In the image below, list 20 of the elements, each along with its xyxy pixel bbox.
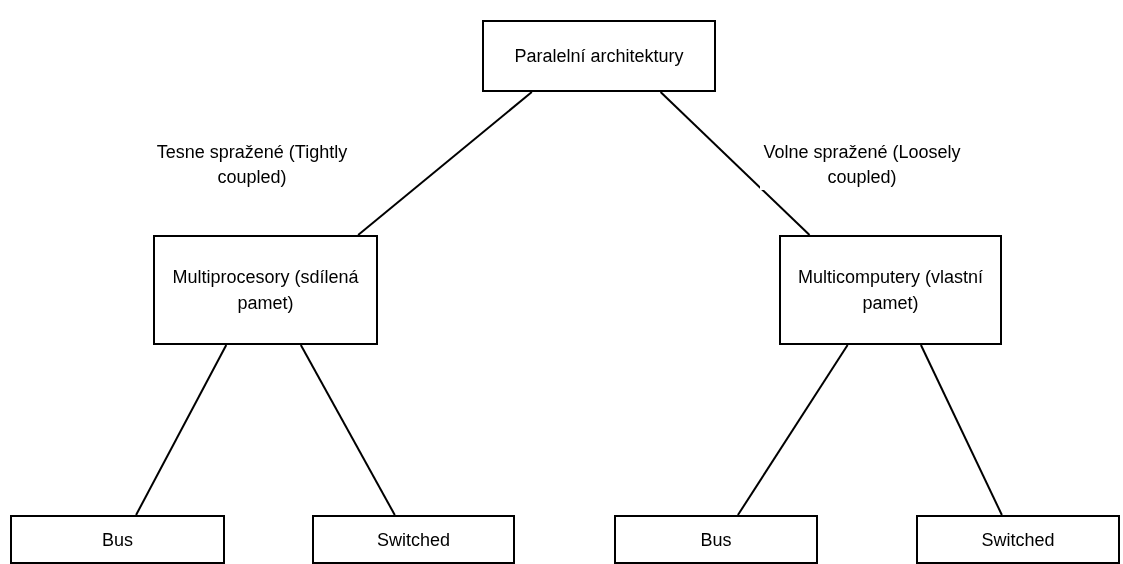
text-box (779, 235, 1002, 345)
connector-line (919, 344, 1003, 516)
node-label: Switched (981, 528, 1055, 552)
node-label: Switched (376, 528, 450, 552)
text-box (10, 515, 225, 564)
node-label: Multiprocesory (sdílená pamet) (171, 266, 360, 315)
connector-line (736, 344, 849, 516)
text-box (482, 20, 716, 92)
connector-line (135, 344, 228, 516)
text-box (153, 235, 378, 345)
node-label: Bus (102, 528, 133, 552)
node-label: Bus (700, 528, 732, 552)
connector-line (299, 344, 396, 516)
node-label: Paralelní architektury (514, 45, 684, 68)
text-box (916, 515, 1120, 564)
text-box (312, 515, 515, 564)
node-label: Multicomputery (vlastní pamet) (796, 266, 985, 315)
connector-line (659, 91, 811, 236)
connector-line (357, 91, 533, 236)
text-box (614, 515, 818, 564)
